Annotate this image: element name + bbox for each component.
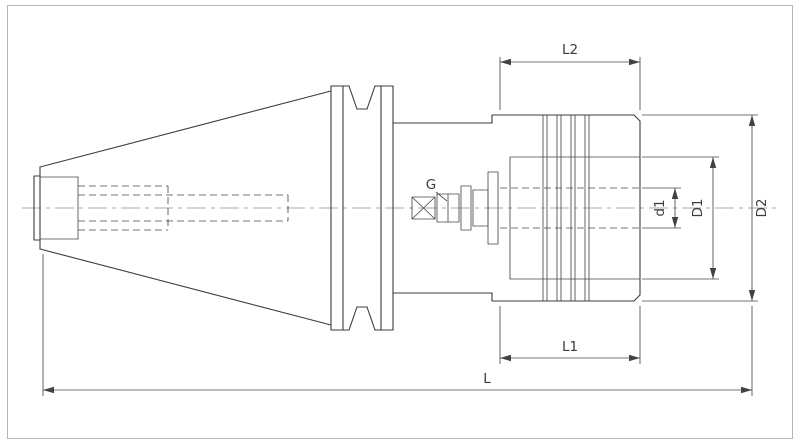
dimension-l1: L1 — [499, 306, 641, 364]
drawing-border — [7, 5, 793, 439]
g-leader-line — [435, 191, 448, 202]
shank-counterbore — [39, 176, 79, 240]
label-d2: D2 — [754, 199, 770, 218]
label-l1: L1 — [562, 339, 578, 355]
inner-sleeve — [509, 156, 641, 280]
v-flange — [330, 85, 394, 331]
dimension-d1-bore: d1 — [642, 187, 681, 229]
dimension-l: L — [42, 254, 753, 396]
label-g: G — [426, 177, 436, 193]
dimension-d1-cap: D1 — [642, 156, 719, 280]
dimension-l2: L2 — [499, 42, 641, 110]
label-d1-cap: D1 — [690, 199, 706, 218]
taper-shank — [33, 90, 332, 326]
label-l2: L2 — [562, 42, 578, 58]
pull-stud-end — [33, 175, 41, 241]
adjustment-screw — [411, 171, 499, 245]
neck — [392, 122, 493, 294]
shank-bore-hidden-lines — [78, 185, 289, 231]
body-groove-rings — [542, 114, 590, 302]
label-d1: d1 — [652, 199, 668, 216]
body-bore-hidden-lines — [500, 187, 640, 229]
chuck-body — [491, 114, 641, 302]
dimension-d2: D2 — [642, 114, 770, 302]
label-l: L — [483, 371, 491, 387]
